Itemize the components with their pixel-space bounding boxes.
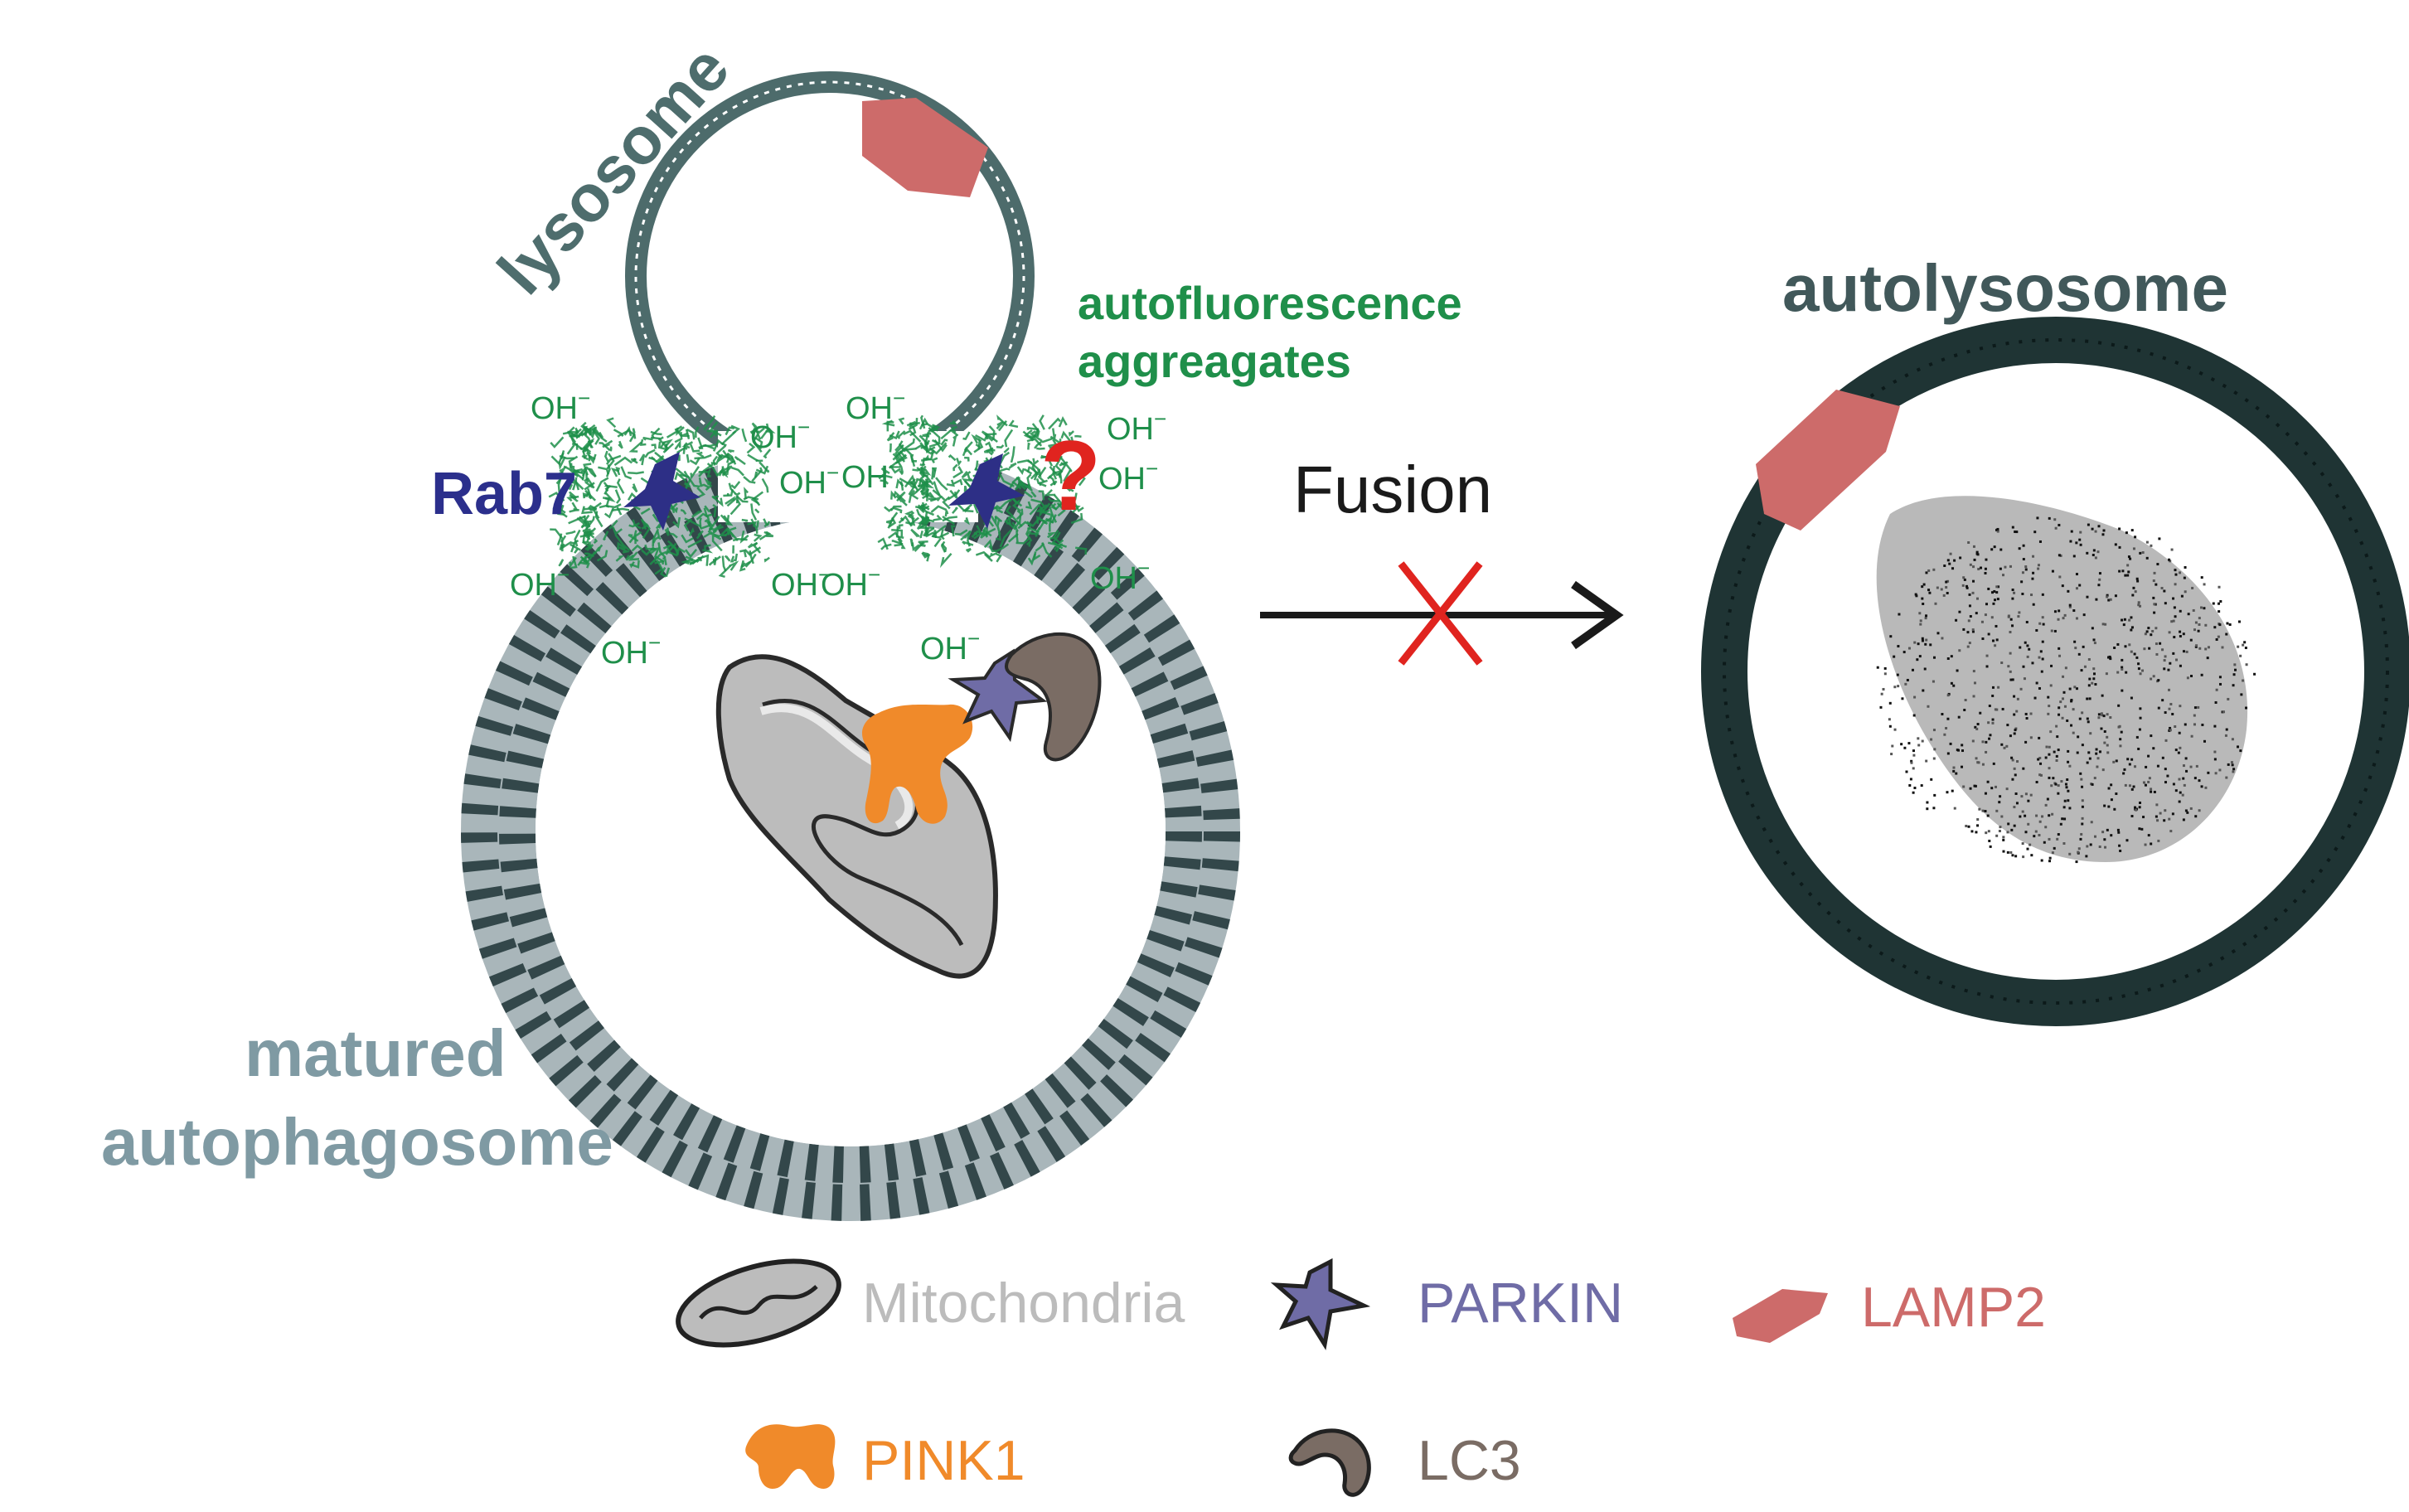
hydroxide-ion-label: OH− <box>531 385 590 426</box>
rab7-label: Rab7 <box>431 461 577 527</box>
autofluorescence-label-line2: aggreagates <box>1078 335 1351 387</box>
engulfed-mitochondrion <box>715 632 1102 979</box>
degraded-cargo-speckle <box>1876 516 2256 864</box>
hydroxide-ions: OH−OH−OH−OH−OH−OH−OH−OH−OH−OH−OH−OH−OH− <box>510 385 1166 671</box>
legend-label-lc3: LC3 <box>1418 1429 1521 1492</box>
pink1-icon <box>862 704 973 824</box>
hydroxide-ion-label: OH− <box>846 385 905 426</box>
lc3-icon <box>1004 632 1102 762</box>
autofluorescence-aggregates-right <box>877 414 1088 569</box>
question-mark: ? <box>1040 420 1101 531</box>
autofluorescence-aggregates-left <box>548 414 776 579</box>
legend-label-pink1: PINK1 <box>862 1429 1025 1492</box>
legend-item-mitochondria: Mitochondria <box>676 1258 1185 1348</box>
legend-label-mitochondria: Mitochondria <box>862 1272 1185 1335</box>
matured-autophagosome-label-line2: autophagosome <box>101 1105 613 1179</box>
lamp2-icon <box>1733 1289 1828 1343</box>
hydroxide-ion-label: OH− <box>779 460 839 501</box>
degraded-cargo <box>1876 496 2248 862</box>
lc3-icon <box>1288 1428 1371 1497</box>
autofluorescence-label-line1: autofluorescence <box>1078 277 1462 329</box>
lamp2-on-lysosome <box>862 98 988 197</box>
legend-item-pink1: PINK1 <box>745 1424 1025 1492</box>
rab7-icon <box>948 453 1025 529</box>
autolysosome-membrane-texture <box>1723 338 2389 1005</box>
mitochondria-cristae-highlight <box>759 704 914 830</box>
parkin-icon <box>1270 1258 1371 1350</box>
lysosome-label: lysosome <box>483 32 743 308</box>
matured-autophagosome-label-line1: matured <box>245 1016 507 1090</box>
rab7-icon <box>623 452 700 531</box>
lysosome <box>625 71 1035 481</box>
fusion-step: Fusion <box>1260 453 1624 666</box>
legend: Mitochondria PARKIN LAMP2 PINK1 LC3 <box>676 1258 2046 1497</box>
mitochondria-icon <box>715 654 998 979</box>
rab7-left <box>623 452 700 531</box>
hydroxide-ion-label: OH− <box>1098 456 1158 497</box>
mitochondria-cristae <box>699 1285 818 1320</box>
fusion-label: Fusion <box>1293 453 1492 526</box>
block-x-icon <box>1398 561 1483 666</box>
legend-item-lc3: LC3 <box>1288 1428 1521 1497</box>
lamp2-on-autolysosome <box>1756 390 1900 531</box>
fusion-arrow-head <box>1571 580 1624 650</box>
rab7-right <box>948 453 1025 529</box>
autolysosome: autolysosome <box>1701 251 2409 1026</box>
legend-item-parkin: PARKIN <box>1270 1258 1623 1350</box>
hydroxide-ion-label: OH− <box>1107 406 1166 447</box>
mitochondria-cristae <box>762 698 964 947</box>
legend-label-lamp2: LAMP2 <box>1861 1276 2046 1339</box>
legend-item-lamp2: LAMP2 <box>1733 1276 2046 1343</box>
autolysosome-label: autolysosome <box>1782 251 2228 325</box>
legend-label-parkin: PARKIN <box>1418 1272 1623 1335</box>
pink1-icon <box>745 1424 836 1489</box>
